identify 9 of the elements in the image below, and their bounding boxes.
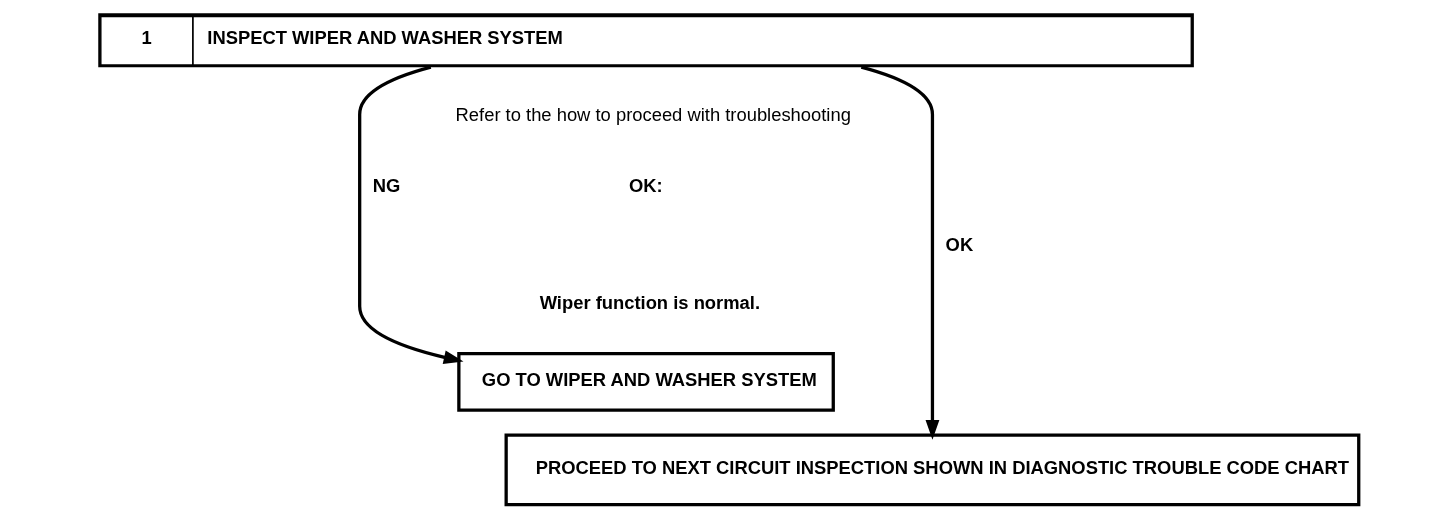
node-box: GO TO WIPER AND WASHER SYSTEM [456, 351, 835, 412]
edge-label: NG [372, 175, 400, 197]
arrow [357, 65, 463, 365]
label: OK: [628, 175, 663, 197]
edge-label: OK [945, 233, 973, 255]
label: Wiper function is normal. [539, 292, 760, 314]
label: Refer to the how to proceed with troubleshooting [455, 104, 851, 126]
node-box: PROCEED TO NEXT CIRCUIT INSPECTION SHOWN IN DIAGNOSTIC TROUBLE CODE CHART [504, 433, 1360, 507]
arrow [860, 65, 939, 440]
